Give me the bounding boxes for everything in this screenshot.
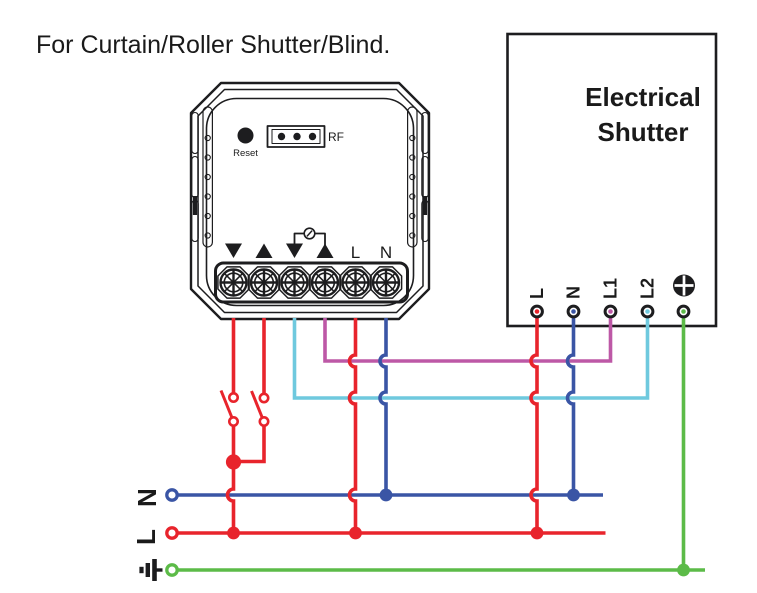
terminal-core-n <box>571 309 576 314</box>
reset-label: Reset <box>233 148 258 159</box>
switch2-blade <box>250 390 265 421</box>
module-slot <box>421 111 429 155</box>
terminal-core-l1 <box>608 309 613 314</box>
up-arrow-icon <box>316 243 334 258</box>
rf-pin-icon <box>308 132 317 141</box>
switch1-contact <box>228 415 240 427</box>
rf-pin-icon <box>277 132 286 141</box>
wire-shutter-n <box>565 311 576 495</box>
module-outer-shell <box>189 81 431 321</box>
supply-neutral-label: N <box>132 488 162 507</box>
terminal-core-l <box>534 309 540 314</box>
l2-wire <box>292 311 650 400</box>
earth-wires <box>165 311 705 577</box>
rf-connector <box>266 125 326 148</box>
module-capsule <box>202 106 213 248</box>
module-terminal-l-label: L <box>351 243 360 262</box>
switch1-blade <box>219 389 234 420</box>
shutter-terminal-rings <box>530 304 691 319</box>
terminal-screw <box>371 268 401 297</box>
junction-dot <box>227 526 240 540</box>
vent-holes <box>204 134 416 239</box>
wire-l1 <box>323 311 613 363</box>
earth-icon-cross <box>674 275 694 296</box>
terminal-screw <box>249 268 279 297</box>
wire-l2 <box>292 311 650 400</box>
junction-dot <box>567 488 580 502</box>
module-face-panel <box>205 97 415 307</box>
module-slot-dark <box>422 196 428 215</box>
curtain-module: Reset RF L N <box>189 81 431 321</box>
shutter-title-line2: Shutter <box>598 117 689 147</box>
terminal-screw <box>310 268 340 297</box>
shutter-terminal-l2-label: L2 <box>638 278 658 299</box>
wire-module-l <box>347 318 358 533</box>
module-capsule <box>407 106 418 248</box>
earth-source-ring <box>165 563 179 577</box>
shutter-terminal-l1-label: L1 <box>601 278 621 299</box>
reset-button <box>237 127 254 144</box>
junction-dot <box>225 454 242 470</box>
down-arrow-icon <box>286 243 303 258</box>
rf-label: RF <box>328 130 344 144</box>
up-arrow-icon <box>255 243 273 258</box>
motor-icon-slash <box>306 230 313 237</box>
wire-shutter-l <box>529 311 539 533</box>
module-terminal-n-label: N <box>380 243 392 262</box>
junction-dot <box>530 526 544 540</box>
live-source-ring <box>165 526 179 540</box>
live-wires <box>165 311 606 540</box>
terminal-core-l2 <box>645 309 650 314</box>
junction-dot <box>677 563 690 577</box>
wire-module-n <box>378 318 388 495</box>
supply-live-label: L <box>131 529 161 545</box>
junction-dot <box>349 526 362 540</box>
switch2-contact <box>258 392 270 404</box>
page-title: For Curtain/Roller Shutter/Blind. <box>36 31 390 59</box>
rf-connector-inner <box>271 129 321 144</box>
ground-icon <box>139 559 163 581</box>
shutter-terminal-n-label: N <box>564 286 584 299</box>
module-slot-dark <box>192 196 198 215</box>
rf-pin-icon <box>293 132 301 141</box>
terminal-core-earth <box>681 309 686 314</box>
neutral-source-ring <box>165 488 179 502</box>
wire-switch2-out <box>240 425 266 464</box>
terminal-cells <box>217 266 403 299</box>
shutter-title-line1: Electrical <box>585 82 701 112</box>
terminal-strip <box>214 261 409 304</box>
module-slot <box>191 111 199 155</box>
terminal-screw <box>341 268 370 297</box>
switch2-contact <box>258 415 270 427</box>
shutter-terminal-l-label: L <box>527 288 547 299</box>
supply-labels: N L <box>131 488 163 581</box>
shutter-terminals: L N L1 L2 <box>527 274 695 319</box>
terminal-screw <box>219 268 248 297</box>
l1-wire <box>323 311 613 363</box>
terminal-screw <box>280 268 309 297</box>
wire-switches-to-live-bus <box>225 462 236 533</box>
switch1-contact <box>228 391 240 403</box>
down-arrow-icon <box>225 243 242 258</box>
junction-dot <box>379 488 393 502</box>
